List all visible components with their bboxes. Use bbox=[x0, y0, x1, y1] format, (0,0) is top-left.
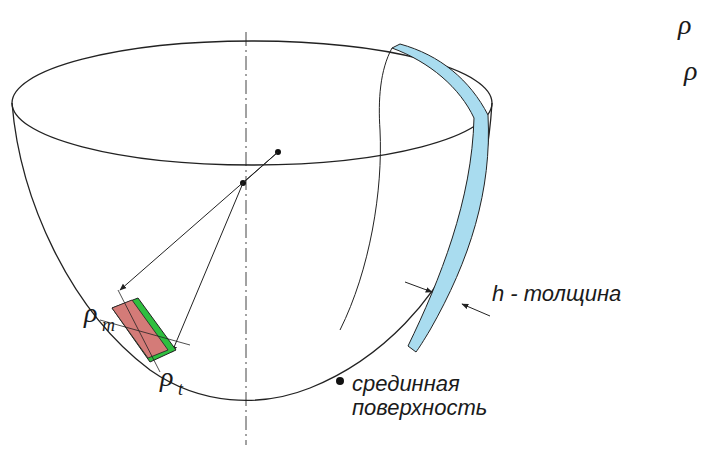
shell-outline bbox=[12, 103, 492, 400]
thickness-arrow bbox=[405, 282, 432, 292]
element-axis bbox=[118, 290, 160, 372]
wall-section bbox=[392, 44, 488, 352]
shell-element bbox=[112, 298, 176, 362]
cut-edge bbox=[340, 48, 392, 330]
radius-symbol: ρ bbox=[684, 56, 697, 87]
midsurface-dot bbox=[336, 377, 344, 385]
thickness-label: h - толщина bbox=[492, 282, 621, 306]
midsurface-label: срединная поверхность bbox=[352, 372, 512, 420]
radius-subscript: t bbox=[178, 380, 183, 400]
thickness-arrow bbox=[462, 304, 490, 316]
radius-symbol: ρ bbox=[678, 10, 691, 41]
radius-subscript: m bbox=[102, 316, 115, 336]
radius-line bbox=[172, 183, 243, 352]
radius-line bbox=[120, 152, 278, 290]
symmetry-axis bbox=[246, 32, 247, 445]
radius-symbol: ρ bbox=[160, 362, 173, 393]
radius-symbol: ρ bbox=[84, 298, 97, 329]
element-face bbox=[112, 300, 168, 358]
